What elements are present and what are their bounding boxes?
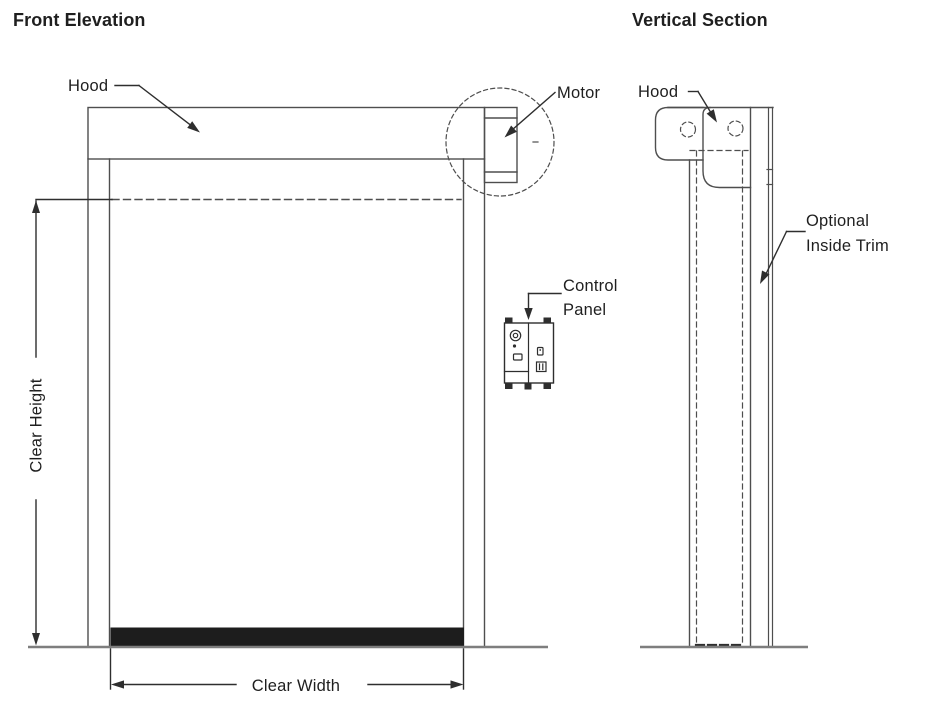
trim-leader-arrow (760, 230, 806, 284)
hood-profile (654, 106, 774, 189)
wall-trim-lines (766, 106, 774, 648)
control-panel-label: Control Panel (563, 277, 618, 319)
panel-latch-icon (536, 346, 544, 356)
clear-height-dimension (32, 198, 113, 646)
vertical-section-drawing (640, 106, 808, 649)
motor-outline (483, 106, 518, 184)
guide-column (688, 106, 752, 648)
hood-leader-arrow (114, 84, 200, 133)
panel-button-icon (512, 353, 523, 361)
panel-indicator-dot (512, 344, 517, 348)
motor-leader-arrow (504, 91, 556, 138)
motor-detail-circle (445, 87, 555, 197)
control-panel-leader-arrow (524, 292, 562, 320)
curtain-dashed-lines (689, 149, 749, 647)
front-elevation-title: Front Elevation (13, 10, 146, 30)
optional-inside-trim-label: Optional Inside Trim (806, 212, 889, 255)
motor-label: Motor (557, 84, 601, 102)
clear-width-dimension (109, 648, 465, 690)
front-elevation-drawing (28, 87, 555, 649)
shaft-dashed-circle-left (679, 121, 697, 138)
door-frame (87, 158, 486, 648)
hood-outline (87, 106, 486, 160)
clear-height-label: Clear Height (27, 378, 46, 473)
hood-section-leader-arrow (687, 90, 717, 123)
clear-width-label: Clear Width (251, 677, 341, 695)
vertical-section-title: Vertical Section (632, 10, 768, 30)
hood-label-front: Hood (68, 77, 109, 95)
panel-vent-icon (535, 361, 547, 373)
bottom-bar (110, 627, 464, 647)
shaft-dashed-circle-right (727, 120, 744, 137)
control-panel-drawing (503, 317, 555, 390)
panel-knob-icon (509, 329, 522, 342)
hood-label-section: Hood (638, 83, 679, 101)
